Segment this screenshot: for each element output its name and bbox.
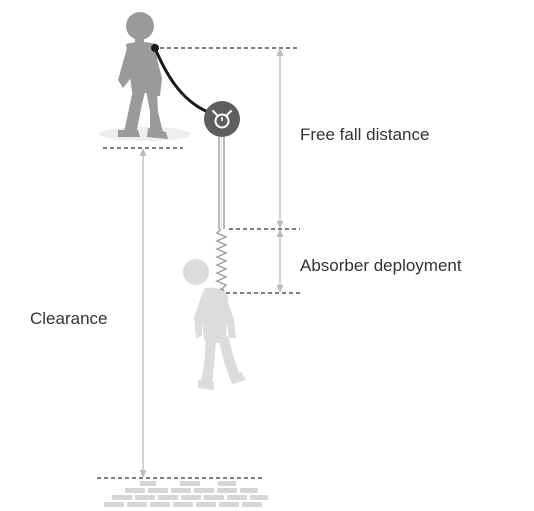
brick-ground-icon <box>104 481 268 507</box>
clearance-label: Clearance <box>30 309 108 328</box>
harness-attachment-point <box>151 44 159 52</box>
shock-absorber <box>215 228 228 291</box>
absorber-deployment-label: Absorber deployment <box>300 256 462 275</box>
fall-arrest-anchor-icon <box>204 101 240 137</box>
falling-person-icon <box>183 259 246 390</box>
free-fall-dimension <box>276 48 284 229</box>
lanyard <box>153 47 209 114</box>
standing-person-icon <box>118 12 168 139</box>
lifeline <box>218 137 225 229</box>
platform-shadow <box>99 127 191 141</box>
free-fall-distance-label: Free fall distance <box>300 125 429 144</box>
clearance-dimension <box>139 148 147 478</box>
absorber-deployment-dimension <box>276 229 284 293</box>
